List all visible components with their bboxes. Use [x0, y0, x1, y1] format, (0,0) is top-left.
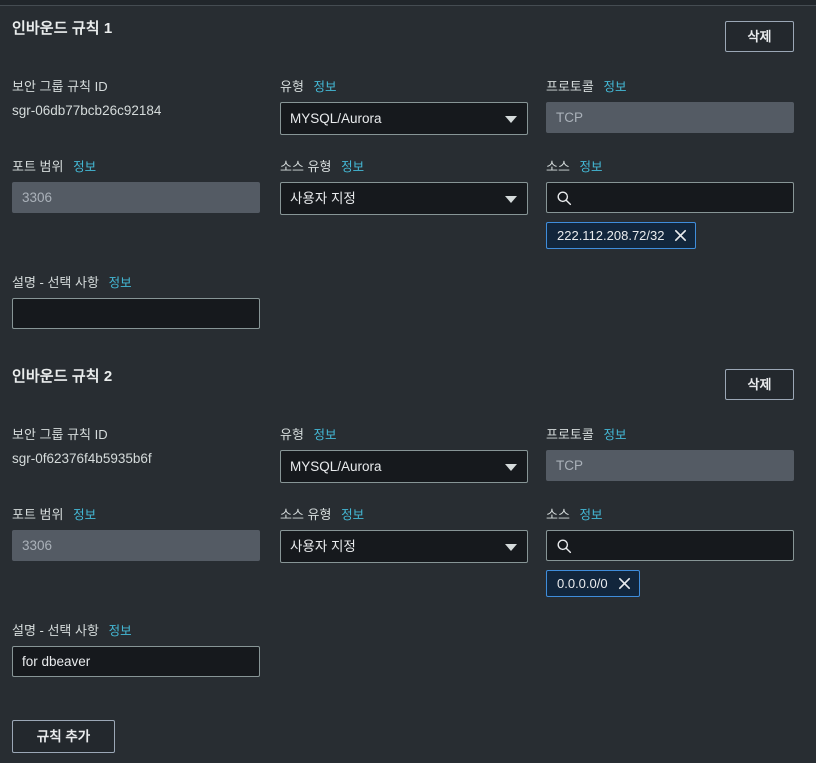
- source-token-chip[interactable]: 0.0.0.0/0: [546, 570, 640, 597]
- close-icon[interactable]: [617, 576, 632, 591]
- panel-top-divider: [0, 0, 816, 6]
- description-info-link[interactable]: 정보: [108, 276, 132, 290]
- description-input[interactable]: [12, 646, 260, 677]
- source-field: 소스 정보 0.0.0.0/0: [546, 507, 794, 597]
- port-range-field: 포트 범위 정보: [12, 507, 260, 561]
- rule-title: 인바운드 규칙 1: [12, 20, 113, 37]
- rule-id-label: 보안 그룹 규칙 ID: [12, 427, 260, 443]
- port-range-info-link[interactable]: 정보: [73, 160, 97, 174]
- protocol-label-text: 프로토콜: [546, 427, 594, 442]
- source-token-label: 222.112.208.72/32: [557, 228, 665, 243]
- type-select-value: MYSQL/Aurora: [290, 459, 382, 474]
- type-select-value: MYSQL/Aurora: [290, 111, 382, 126]
- source-field: 소스 정보 222.112.208.72/32: [546, 159, 794, 249]
- source-search-input[interactable]: [577, 183, 791, 214]
- search-icon: [557, 539, 572, 554]
- protocol-label: 프로토콜 정보: [546, 427, 794, 443]
- delete-rule-button[interactable]: 삭제: [725, 369, 794, 400]
- port-range-label: 포트 범위 정보: [12, 507, 260, 523]
- source-type-label: 소스 유형 정보: [280, 507, 528, 523]
- source-type-select[interactable]: 사용자 지정: [280, 182, 528, 215]
- source-label-text: 소스: [546, 507, 570, 522]
- source-label: 소스 정보: [546, 507, 794, 523]
- add-rule-button[interactable]: 규칙 추가: [12, 720, 115, 753]
- source-info-link[interactable]: 정보: [579, 508, 603, 522]
- protocol-input: [546, 102, 794, 133]
- port-range-label-text: 포트 범위: [12, 159, 64, 174]
- type-select[interactable]: MYSQL/Aurora: [280, 450, 528, 483]
- source-token-label: 0.0.0.0/0: [557, 576, 608, 591]
- protocol-field: 프로토콜 정보: [546, 79, 794, 133]
- protocol-label-text: 프로토콜: [546, 79, 594, 94]
- protocol-info-link[interactable]: 정보: [603, 80, 627, 94]
- description-info-link[interactable]: 정보: [108, 624, 132, 638]
- description-field: 설명 - 선택 사항 정보: [12, 275, 260, 329]
- description-label: 설명 - 선택 사항 정보: [12, 623, 260, 639]
- inbound-rules-panel: 인바운드 규칙 1 삭제 보안 그룹 규칙 ID sgr-06db77bcb26…: [0, 7, 816, 763]
- type-select[interactable]: MYSQL/Aurora: [280, 102, 528, 135]
- source-label-text: 소스: [546, 159, 570, 174]
- type-info-link[interactable]: 정보: [313, 80, 337, 94]
- rule-id-field: 보안 그룹 규칙 ID sgr-06db77bcb26c92184: [12, 79, 260, 120]
- protocol-label: 프로토콜 정보: [546, 79, 794, 95]
- type-info-link[interactable]: 정보: [313, 428, 337, 442]
- port-range-label-text: 포트 범위: [12, 507, 64, 522]
- protocol-input: [546, 450, 794, 481]
- port-range-label: 포트 범위 정보: [12, 159, 260, 175]
- source-type-label: 소스 유형 정보: [280, 159, 528, 175]
- port-range-input: [12, 182, 260, 213]
- rule-title: 인바운드 규칙 2: [12, 368, 113, 385]
- source-type-field: 소스 유형 정보 사용자 지정: [280, 507, 528, 563]
- protocol-info-link[interactable]: 정보: [603, 428, 627, 442]
- source-label: 소스 정보: [546, 159, 794, 175]
- protocol-field: 프로토콜 정보: [546, 427, 794, 481]
- chevron-down-icon: [505, 544, 517, 551]
- delete-rule-button[interactable]: 삭제: [725, 21, 794, 52]
- type-label-text: 유형: [280, 79, 304, 94]
- rule-id-field: 보안 그룹 규칙 ID sgr-0f62376f4b5935b6f: [12, 427, 260, 468]
- source-type-select[interactable]: 사용자 지정: [280, 530, 528, 563]
- type-label-text: 유형: [280, 427, 304, 442]
- port-range-info-link[interactable]: 정보: [73, 508, 97, 522]
- source-token-chip[interactable]: 222.112.208.72/32: [546, 222, 697, 249]
- description-label-text: 설명 - 선택 사항: [12, 623, 99, 638]
- chevron-down-icon: [505, 116, 517, 123]
- chevron-down-icon: [505, 464, 517, 471]
- description-field: 설명 - 선택 사항 정보: [12, 623, 260, 677]
- rule-id-value: sgr-06db77bcb26c92184: [12, 103, 162, 118]
- source-search-input[interactable]: [577, 531, 791, 562]
- source-info-link[interactable]: 정보: [579, 160, 603, 174]
- rule-id-value: sgr-0f62376f4b5935b6f: [12, 451, 152, 466]
- source-type-select-value: 사용자 지정: [290, 191, 356, 206]
- source-search-box[interactable]: [546, 530, 794, 562]
- description-label: 설명 - 선택 사항 정보: [12, 275, 260, 291]
- type-label: 유형 정보: [280, 427, 528, 443]
- source-type-info-link[interactable]: 정보: [341, 508, 365, 522]
- type-field: 유형 정보 MYSQL/Aurora: [280, 427, 528, 483]
- source-type-label-text: 소스 유형: [280, 507, 332, 522]
- source-type-label-text: 소스 유형: [280, 159, 332, 174]
- description-label-text: 설명 - 선택 사항: [12, 275, 99, 290]
- source-type-info-link[interactable]: 정보: [341, 160, 365, 174]
- rule-id-label-text: 보안 그룹 규칙 ID: [12, 79, 108, 94]
- close-icon[interactable]: [673, 228, 688, 243]
- source-type-field: 소스 유형 정보 사용자 지정: [280, 159, 528, 215]
- rule-id-label-text: 보안 그룹 규칙 ID: [12, 427, 108, 442]
- port-range-field: 포트 범위 정보: [12, 159, 260, 213]
- chevron-down-icon: [505, 196, 517, 203]
- source-search-box[interactable]: [546, 182, 794, 214]
- rule-id-label: 보안 그룹 규칙 ID: [12, 79, 260, 95]
- search-icon: [557, 191, 572, 206]
- description-input[interactable]: [12, 298, 260, 329]
- source-type-select-value: 사용자 지정: [290, 539, 356, 554]
- type-label: 유형 정보: [280, 79, 528, 95]
- type-field: 유형 정보 MYSQL/Aurora: [280, 79, 528, 135]
- port-range-input: [12, 530, 260, 561]
